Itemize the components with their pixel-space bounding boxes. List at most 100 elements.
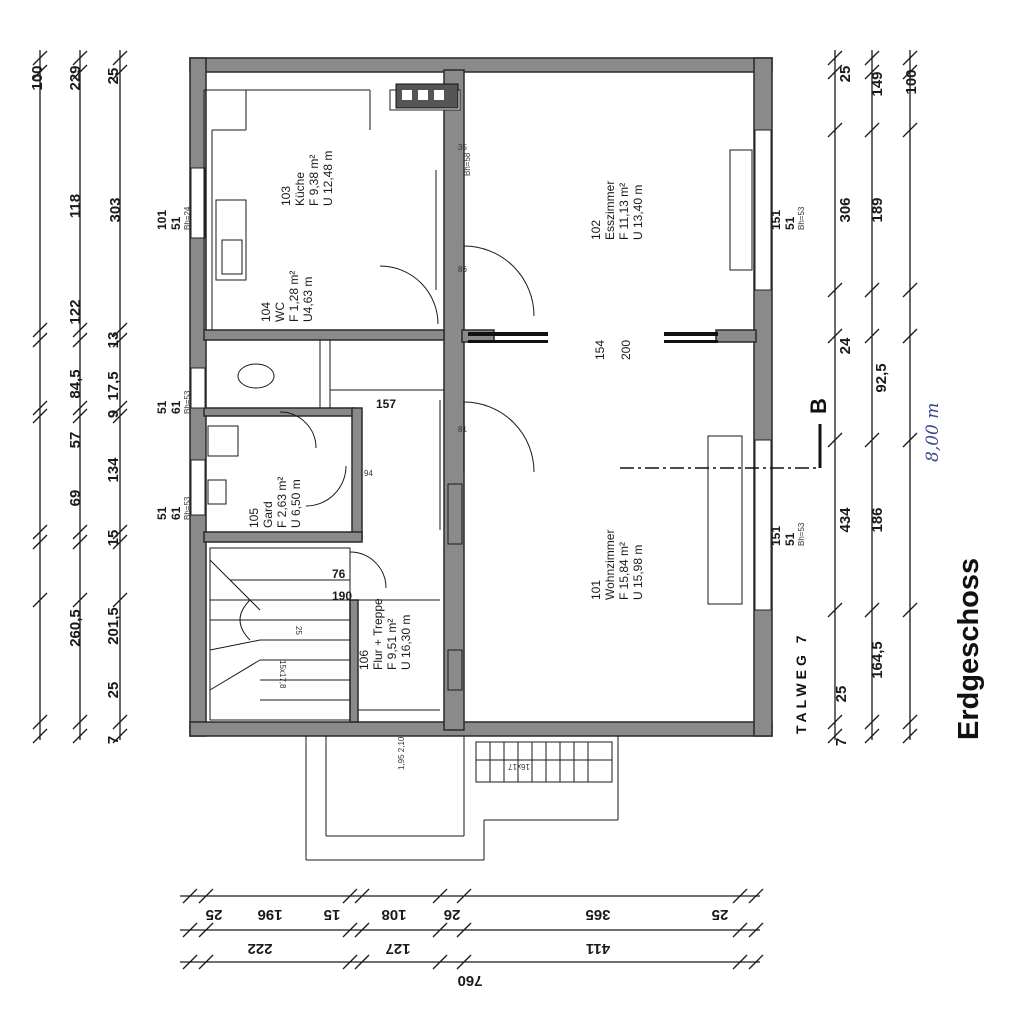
dimension-label: 57 xyxy=(67,432,84,449)
room-number: 103 xyxy=(279,186,293,206)
room-label-103: 103 Küche F 9,38 m² U 12,48 m xyxy=(279,151,335,206)
room-perimeter: U 13,40 m xyxy=(631,185,645,240)
room-number: 101 xyxy=(589,580,603,600)
dimension-label: 100 xyxy=(29,65,46,90)
misc-label-94: 94 xyxy=(364,469,373,478)
entrance-area xyxy=(305,736,619,861)
dimension-label: 122 xyxy=(67,299,84,324)
staircase xyxy=(209,547,351,721)
plan-title-text: Erdgeschoss xyxy=(953,558,985,740)
room-perimeter: U 15,98 m xyxy=(631,545,645,600)
dimension-label: 25 xyxy=(206,906,223,923)
window-height: 61 xyxy=(169,506,183,520)
dimension-label: 760 xyxy=(457,972,482,989)
window-height: 51 xyxy=(783,216,797,230)
dimension-label: 118 xyxy=(67,194,84,218)
door-width: 154 xyxy=(593,340,607,360)
dimension-label: 134 xyxy=(105,457,122,483)
misc-label-35: 35 xyxy=(458,143,467,152)
dimension-lines xyxy=(32,50,918,970)
room-label-106: 106 Flur + Treppe F 9,51 m² U 16,30 m xyxy=(357,598,413,670)
dimension-label: 7 xyxy=(833,738,850,746)
dimension-label: 13 xyxy=(105,332,122,349)
room-label-101: 101 Wohnzimmer F 15,84 m² U 15,98 m xyxy=(589,530,645,600)
dimension-label: 9 xyxy=(105,410,122,418)
room-label-102: 102 Esszimmer F 11,13 m² U 13,40 m xyxy=(589,181,645,240)
window-sill: Bh=53 xyxy=(797,522,806,546)
door-stair-label: 76 190 xyxy=(332,567,352,603)
entrance-height-label: 1,95 2,10 xyxy=(397,736,406,770)
stair-count: 25 xyxy=(294,626,303,635)
dimension-label: 434 xyxy=(837,507,854,533)
stair-rise: 15x17,8 xyxy=(278,660,287,689)
dimension-label: 189 xyxy=(869,197,886,222)
window-sill: Bh=24 xyxy=(183,206,192,230)
dimension-label: 108 xyxy=(381,906,406,923)
room-name: Esszimmer xyxy=(603,181,617,240)
dimension-label: 229 xyxy=(67,65,84,90)
street-name: TALWEG 7 xyxy=(793,631,809,734)
dimension-label: 24 xyxy=(837,337,854,354)
entrance-height: 1,95 2,10 xyxy=(397,736,406,770)
chimney xyxy=(395,83,459,109)
dimension-label: 149 xyxy=(869,71,886,96)
door-height: 190 xyxy=(332,589,352,603)
dimension-label: 411 xyxy=(586,940,610,957)
window-width: 51 xyxy=(155,506,169,520)
room-label-105: 105 Gard F 2,63 m² U 6,50 m xyxy=(247,477,303,528)
room-area: F 15,84 m² xyxy=(617,542,631,600)
door-width: 76 xyxy=(332,567,346,581)
window-width: 151 xyxy=(769,210,783,230)
window-esszimmer-label: 151 51 Bh=53 xyxy=(769,206,806,230)
misc-label-81: 81 xyxy=(458,425,467,434)
dimension-label: 365 xyxy=(585,906,610,923)
room-perimeter: U 6,50 m xyxy=(289,479,303,528)
dimension-label: 25 xyxy=(105,682,122,699)
window-small-label: Bh=58 xyxy=(463,152,472,176)
dimension-label: 306 xyxy=(837,197,854,222)
dimension-label: 25 xyxy=(837,66,854,83)
dimension-label: 84,5 xyxy=(67,369,84,398)
dimension-label: 15 xyxy=(324,906,341,923)
handwritten-width-text: 8,00 m xyxy=(923,403,943,462)
room-name: Wohnzimmer xyxy=(603,530,617,600)
dimension-label: 17,5 xyxy=(105,371,122,400)
dimension-label: 196 xyxy=(257,906,282,923)
dimension-label: 25 xyxy=(105,68,122,85)
terrace-steps: 16x17 xyxy=(508,762,530,771)
room-perimeter: U4,63 m xyxy=(301,277,315,322)
room-label-104: 104 WC F 1,28 m² U4,63 m xyxy=(259,271,315,322)
dimension-label: 7 xyxy=(105,736,122,744)
room-area: F 9,38 m² xyxy=(307,155,321,206)
dimension-label: 164,5 xyxy=(869,641,886,679)
section-line xyxy=(620,424,822,469)
room-area: F 11,13 m² xyxy=(617,183,631,240)
window-wc-label: 51 61 Bh=53 xyxy=(155,390,192,414)
misc-label-86: 86 xyxy=(458,265,467,274)
window-sill: Bh=58 xyxy=(463,152,472,176)
window-width: 151 xyxy=(769,526,783,546)
room-name: Gard xyxy=(261,501,275,528)
interior-lines xyxy=(203,89,753,711)
dimension-label: 222 xyxy=(247,940,272,957)
room-number: 106 xyxy=(357,650,371,670)
door-main-label: 154 200 xyxy=(593,340,633,360)
window-height: 51 xyxy=(783,532,797,546)
dimension-label: 92,5 xyxy=(873,363,890,392)
window-width: 51 xyxy=(155,400,169,414)
dimension-label: 25 xyxy=(712,906,729,923)
window-height: 61 xyxy=(169,400,183,414)
room-name: Küche xyxy=(293,172,307,206)
door-height: 200 xyxy=(619,340,633,360)
room-area: F 2,63 m² xyxy=(275,477,289,528)
dimension-label: 69 xyxy=(67,490,84,507)
room-perimeter: U 12,48 m xyxy=(321,151,335,206)
room-name: WC xyxy=(273,302,287,322)
window-wohnzimmer-label: 151 51 Bh=53 xyxy=(769,522,806,546)
dimension-label: 127 xyxy=(385,940,410,957)
stair-labels: 25 15x17,8 16x17 xyxy=(278,626,530,771)
door-passage-label: 157 xyxy=(376,397,396,411)
dimension-label: 100 xyxy=(903,69,920,94)
